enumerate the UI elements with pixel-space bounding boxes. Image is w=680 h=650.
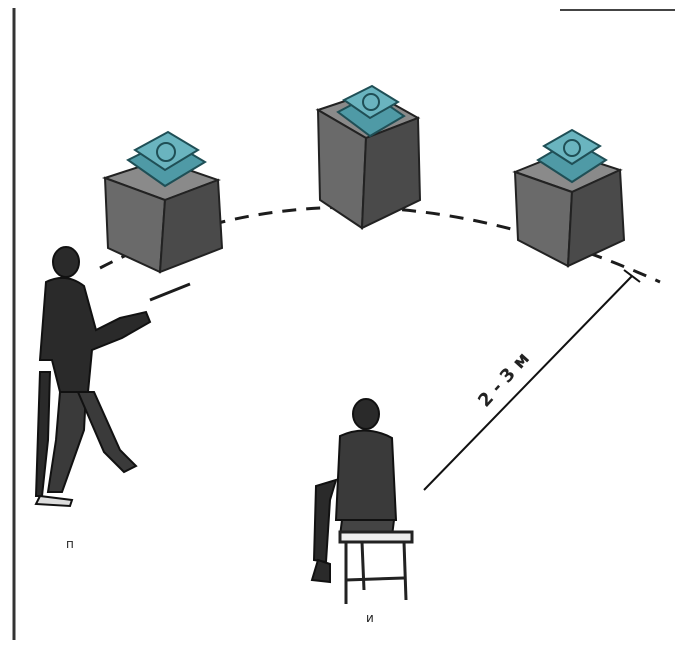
chair <box>340 532 412 604</box>
seated-figure-label: и <box>366 611 374 625</box>
distance-line <box>424 270 640 490</box>
seated-listener-figure <box>312 399 412 604</box>
walker-figure-label: п <box>66 537 74 551</box>
distance-label: 2 - 3 м <box>474 348 534 411</box>
walking-examiner-figure <box>36 247 150 506</box>
